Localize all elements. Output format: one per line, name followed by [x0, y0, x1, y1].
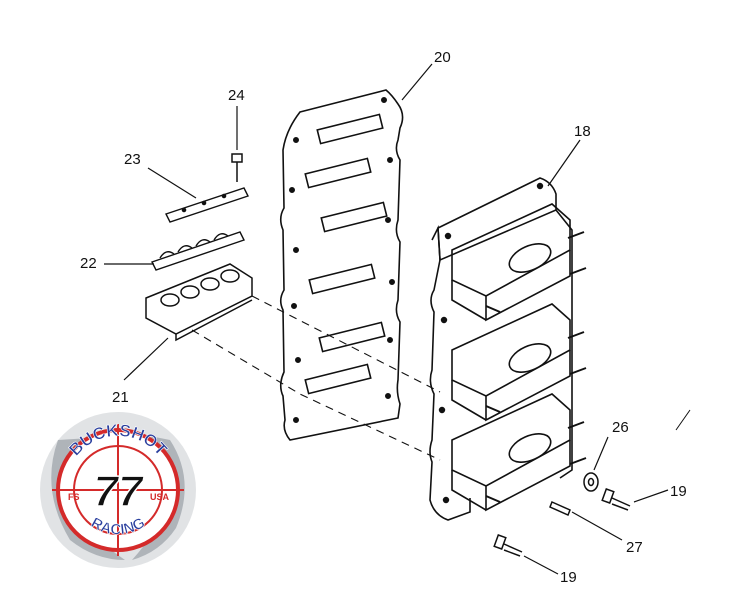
callout-19-upper: 19: [670, 483, 687, 500]
callout-24: 24: [228, 87, 245, 104]
washer-26: [583, 472, 599, 492]
leader-lines: [104, 63, 691, 575]
callout-22: 22: [80, 255, 97, 272]
logo-right-mark: USA: [150, 492, 170, 502]
callout-23: 23: [124, 151, 141, 168]
callout-20: 20: [434, 49, 451, 66]
logo-number: 77: [94, 467, 145, 516]
reed-petals-22: [151, 231, 245, 271]
callout-labels: 20 24 18 23 22 21 26 19 27 19: [80, 49, 687, 586]
buckshot-racing-logo: BUCKSHOT RACING 77 FS USA: [40, 412, 196, 568]
callout-21: 21: [112, 389, 129, 406]
dowel-pin-27: [549, 500, 571, 517]
gasket-plate: [279, 89, 404, 441]
logo-left-mark: FS: [68, 492, 80, 502]
bolt-19-lower: [493, 534, 523, 557]
callout-18: 18: [574, 123, 591, 140]
callout-27: 27: [626, 539, 643, 556]
reed-stop-23: [165, 187, 249, 223]
screw-24: [231, 153, 243, 182]
bolt-19-upper: [601, 488, 631, 511]
assembly-lines: [191, 295, 441, 461]
callout-19-lower: 19: [560, 569, 577, 586]
reed-block-housing: [429, 177, 587, 521]
callout-26: 26: [612, 419, 629, 436]
reed-cage-21: [145, 263, 253, 342]
